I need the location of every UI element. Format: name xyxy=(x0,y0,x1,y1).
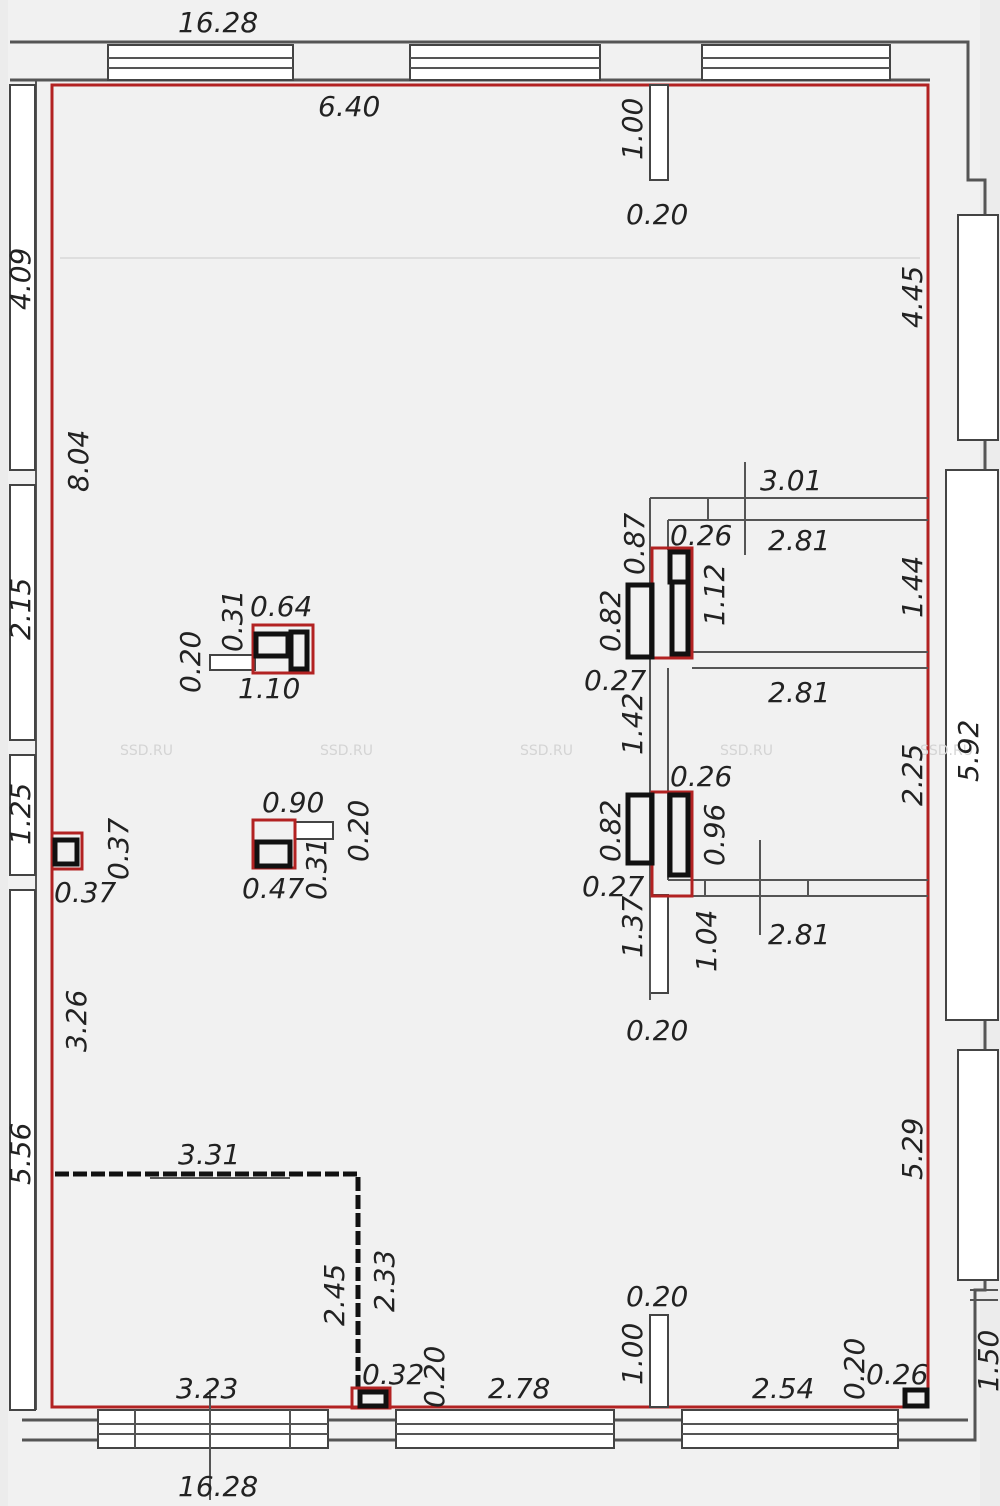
dim-gap-027-a: 0.27 xyxy=(584,664,647,697)
premises-outline xyxy=(50,83,930,1409)
dim-col2-h: 0.31 xyxy=(300,838,333,900)
dim-room-w-top: 3.01 xyxy=(760,464,822,497)
lower-left-room xyxy=(55,1171,930,1500)
dim-box-h-outer: 2.45 xyxy=(318,1264,351,1326)
dim-col2-side: 0.20 xyxy=(342,800,375,862)
dim-pillar-b: 0.37 xyxy=(102,817,135,880)
dim-top-wall: 6.40 xyxy=(318,90,380,123)
dim-bottom-020-b: 0.20 xyxy=(838,1338,871,1400)
watermark-3: SSD.RU xyxy=(520,743,573,759)
dim-top-partition-w: 0.20 xyxy=(626,198,688,231)
dim-left-partial-2: 2.15 xyxy=(4,578,37,640)
watermark-5: SSD.RU xyxy=(920,743,973,759)
dim-left-partial-3: 1.25 xyxy=(4,783,37,845)
dim-vent-112: 1.12 xyxy=(698,564,731,626)
dim-len-142: 1.42 xyxy=(616,693,649,755)
dim-right-lower: 5.29 xyxy=(896,1118,929,1180)
watermark-4: SSD.RU xyxy=(720,743,773,759)
dim-room-h-2: 2.25 xyxy=(896,744,929,806)
dim-top-total: 16.28 xyxy=(178,6,258,39)
partitions xyxy=(649,84,928,1408)
dim-len-137: 1.37 xyxy=(616,895,649,958)
dim-bottom-partition-w: 0.20 xyxy=(626,1280,688,1313)
dim-col1-len: 1.10 xyxy=(238,672,300,705)
dim-bottom-026: 0.26 xyxy=(866,1358,928,1391)
plan-sheet xyxy=(8,0,980,1506)
dim-bottom-020-a: 0.20 xyxy=(418,1346,451,1408)
watermark-1: SSD.RU xyxy=(120,743,173,759)
dim-wall-026-b: 0.26 xyxy=(670,760,732,793)
right-windows xyxy=(945,214,999,1301)
columns xyxy=(50,623,334,871)
dim-mid-partition-w: 0.20 xyxy=(626,1014,688,1047)
bottom-windows xyxy=(97,1409,899,1449)
dim-bottom-032: 0.32 xyxy=(362,1358,424,1391)
dim-vent-087: 0.87 xyxy=(618,512,651,575)
dim-col2-len: 0.47 xyxy=(242,872,305,905)
dim-wall-026-a: 0.26 xyxy=(670,519,732,552)
dim-box-w: 3.31 xyxy=(178,1138,240,1171)
dim-bottom-left: 3.23 xyxy=(176,1372,238,1405)
dim-room-w-1: 2.81 xyxy=(768,524,830,557)
dim-pillar-a: 0.37 xyxy=(54,876,117,909)
left-windows xyxy=(9,84,36,1411)
dim-bottom-right: 2.54 xyxy=(752,1372,814,1405)
watermarks: SSD.RU SSD.RU SSD.RU SSD.RU SSD.RU xyxy=(120,743,973,759)
dim-len-104: 1.04 xyxy=(690,910,723,972)
dim-room-w-2: 2.81 xyxy=(768,676,830,709)
dim-col1-h: 0.31 xyxy=(216,590,249,652)
watermark-2: SSD.RU xyxy=(320,743,373,759)
dim-bottom-mid: 2.78 xyxy=(488,1372,550,1405)
dim-left-partial-1: 4.09 xyxy=(4,248,37,310)
ventilation-shafts xyxy=(625,546,694,898)
dim-box-h-inner: 2.33 xyxy=(368,1250,401,1312)
dim-col2-w: 0.90 xyxy=(262,786,324,819)
dim-col1-side: 0.20 xyxy=(174,631,207,693)
dim-vent-082-b: 0.82 xyxy=(594,800,627,862)
vertical-dimension-labels: 1.00 4.45 8.04 4.09 2.15 1.25 5.56 0.87 … xyxy=(4,98,1000,1408)
dim-left-partial-4: 5.56 xyxy=(4,1123,37,1185)
dim-left-total: 8.04 xyxy=(62,430,95,492)
dim-right-mid: 5.92 xyxy=(952,720,985,782)
dim-vent-082-a: 0.82 xyxy=(594,590,627,652)
dim-room-w-3: 2.81 xyxy=(768,918,830,951)
dim-bottom-partition-len: 1.00 xyxy=(616,1323,649,1385)
dim-top-partition-len: 1.00 xyxy=(616,98,649,160)
dim-room-h-1: 1.44 xyxy=(896,556,929,618)
top-windows xyxy=(107,44,891,81)
dim-gap-027-b: 0.27 xyxy=(582,870,645,903)
dimension-labels: 16.28 16.28 6.40 0.20 3.01 0.26 2.81 2.8… xyxy=(54,6,928,1503)
dim-left-lower: 3.26 xyxy=(60,990,93,1052)
dim-vent-096: 0.96 xyxy=(698,804,731,866)
dim-col1-w: 0.64 xyxy=(250,590,312,623)
dim-right-edge: 1.50 xyxy=(972,1330,1000,1392)
dim-right-upper: 4.45 xyxy=(896,266,929,328)
dim-bottom-total: 16.28 xyxy=(178,1470,258,1503)
